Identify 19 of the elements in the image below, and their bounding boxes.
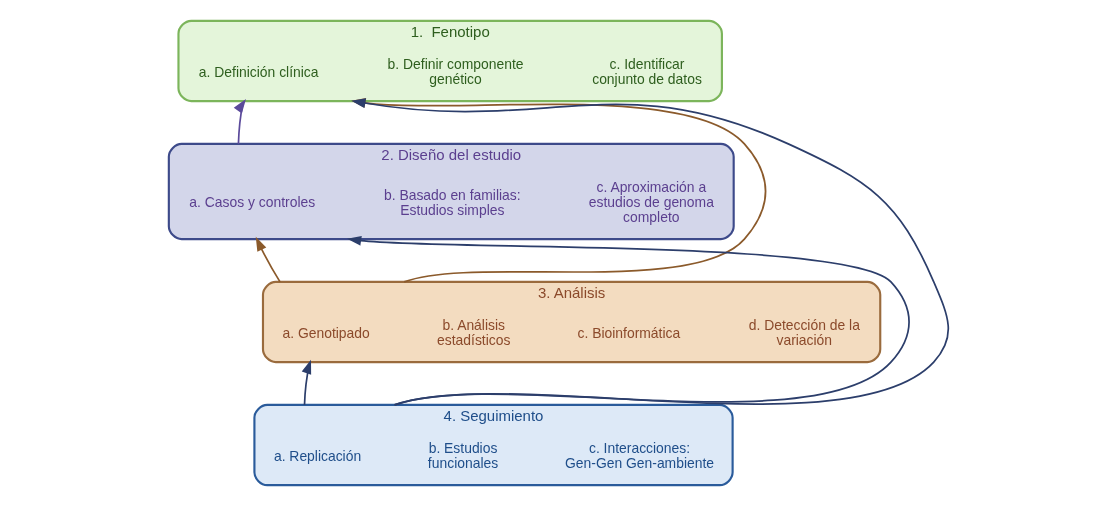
- arrow: [347, 235, 910, 406]
- arrow: [233, 98, 246, 145]
- node-text: d. Detección de la variación: [748, 317, 860, 349]
- arrow: [301, 359, 312, 406]
- node-text: c. Bioinformática: [577, 324, 681, 341]
- node-text: b. Basado en familias: Estudios simples: [383, 186, 521, 218]
- node-text: c. Interacciones: Gen-Gen Gen-ambiente: [565, 440, 715, 472]
- node-text: c. Identificar conjunto de datos: [592, 56, 702, 88]
- arrow: [255, 236, 281, 283]
- node-text: b. Estudios funcionales: [427, 440, 499, 472]
- node-text: b. Definir componente genético: [387, 56, 524, 88]
- node-text: a. Replicación: [273, 447, 362, 464]
- arrow: [351, 98, 767, 283]
- arrow: [351, 98, 950, 406]
- node-text: b. Análisis estadísticos: [437, 317, 511, 349]
- node-text: c. Aproximación a estudios de genoma completo: [588, 179, 714, 226]
- node-text: a. Casos y controles: [189, 194, 316, 211]
- node-text: a. Definición clínica: [198, 63, 319, 80]
- node-text: a. Genotipado: [282, 324, 370, 341]
